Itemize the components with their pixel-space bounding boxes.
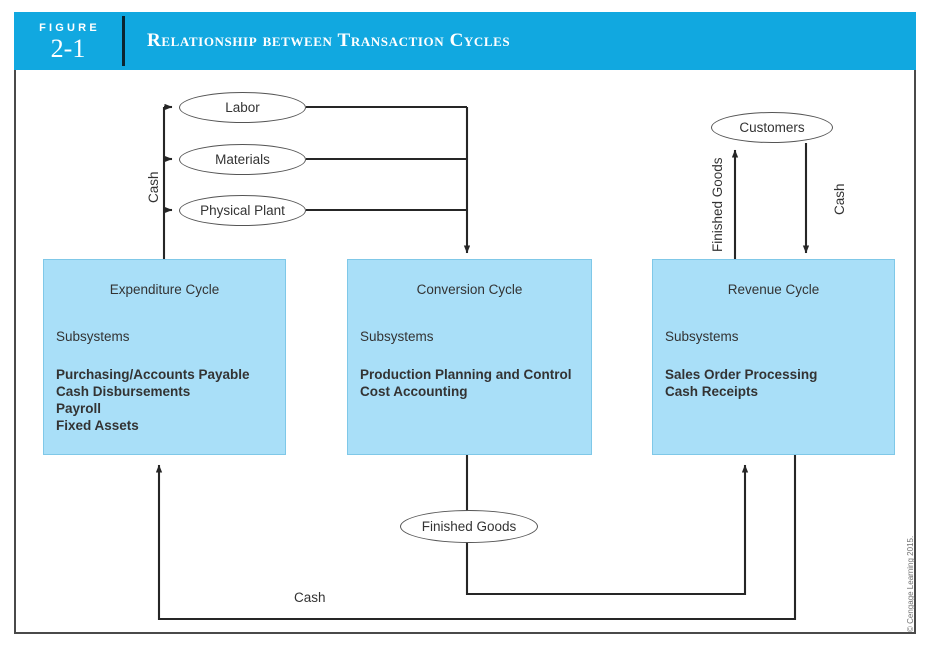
flow-label-cash-left: Cash <box>146 171 161 203</box>
flow-label-cash-right: Cash <box>832 183 847 215</box>
box-expenditure-cycle[interactable]: Expenditure Cycle Subsystems Purchasing/… <box>43 259 286 455</box>
entity-labor[interactable]: Labor <box>179 92 306 123</box>
list-item: Fixed Assets <box>56 418 139 433</box>
figure-title: Relationship between Transaction Cycles <box>147 30 511 51</box>
box-subsystem-list: Production Planning and Control Cost Acc… <box>360 366 591 400</box>
entity-finished-goods[interactable]: Finished Goods <box>400 510 538 543</box>
list-item: Cash Disbursements <box>56 384 191 399</box>
list-item: Production Planning and Control <box>360 367 572 382</box>
box-subsystem-list: Sales Order Processing Cash Receipts <box>665 366 894 400</box>
list-item: Cost Accounting <box>360 384 468 399</box>
box-subsystem-list: Purchasing/Accounts Payable Cash Disburs… <box>56 366 285 434</box>
box-subhead: Subsystems <box>665 329 739 344</box>
figure-label-word: FIGURE <box>39 21 100 34</box>
figure-number: 2-1 <box>50 33 86 63</box>
flow-label-finished-goods: Finished Goods <box>710 157 725 252</box>
entity-physical-plant[interactable]: Physical Plant <box>179 195 306 226</box>
box-subhead: Subsystems <box>56 329 130 344</box>
entity-customers[interactable]: Customers <box>711 112 833 143</box>
entity-materials[interactable]: Materials <box>179 144 306 175</box>
box-subhead: Subsystems <box>360 329 434 344</box>
box-title: Revenue Cycle <box>727 282 820 297</box>
box-revenue-cycle[interactable]: Revenue Cycle Subsystems Sales Order Pro… <box>652 259 895 455</box>
box-conversion-cycle[interactable]: Conversion Cycle Subsystems Production P… <box>347 259 592 455</box>
figure-number-block: FIGURE 2-1 <box>14 12 122 70</box>
list-item: Purchasing/Accounts Payable <box>56 367 250 382</box>
figure-header: FIGURE 2-1 Relationship between Transact… <box>14 12 916 70</box>
flow-label-cash-bottom: Cash <box>294 590 326 605</box>
copyright-notice: © Cengage Learning 2015. <box>906 535 915 632</box>
list-item: Payroll <box>56 401 102 416</box>
box-title: Conversion Cycle <box>416 282 523 297</box>
box-title: Expenditure Cycle <box>109 282 220 297</box>
list-item: Cash Receipts <box>665 384 759 399</box>
figure-header-divider <box>122 16 125 66</box>
list-item: Sales Order Processing <box>665 367 818 382</box>
